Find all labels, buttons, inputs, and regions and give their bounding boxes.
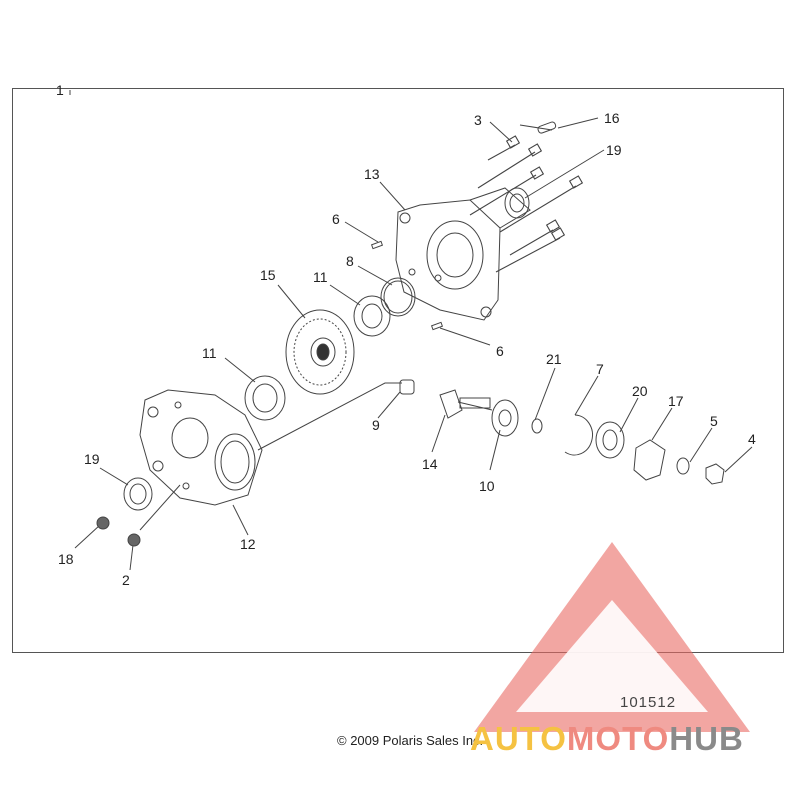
callout-19-left: 19 bbox=[84, 451, 100, 467]
callout-6-bottom: 6 bbox=[496, 343, 504, 359]
copyright-notice: © 2009 Polaris Sales Inc. bbox=[337, 733, 484, 748]
callout-7: 7 bbox=[596, 361, 604, 377]
diagram-frame bbox=[12, 88, 784, 653]
callout-16: 16 bbox=[604, 110, 620, 126]
watermark-part-moto: MOTO bbox=[566, 720, 670, 757]
watermark-text: AUTOMOTOHUB bbox=[470, 720, 744, 758]
callout-3: 3 bbox=[474, 112, 482, 128]
callout-11-top: 11 bbox=[313, 269, 328, 285]
callout-12: 12 bbox=[240, 536, 256, 552]
callout-11-left: 11 bbox=[202, 345, 217, 361]
callout-20: 20 bbox=[632, 383, 648, 399]
callout-10: 10 bbox=[479, 478, 495, 494]
callout-4: 4 bbox=[748, 431, 756, 447]
callout-1: 1 bbox=[56, 82, 64, 98]
callout-14: 14 bbox=[422, 456, 438, 472]
watermark-part-auto: AUTO bbox=[470, 720, 567, 757]
watermark-part-hub: HUB bbox=[669, 720, 744, 757]
callout-19-top: 19 bbox=[606, 142, 622, 158]
diagram-number: 101512 bbox=[620, 694, 677, 711]
callout-5: 5 bbox=[710, 413, 718, 429]
callout-21: 21 bbox=[546, 351, 562, 367]
callout-15: 15 bbox=[260, 267, 276, 283]
callout-2: 2 bbox=[122, 572, 130, 588]
callout-18: 18 bbox=[58, 551, 74, 567]
callout-8: 8 bbox=[346, 253, 354, 269]
callout-17: 17 bbox=[668, 393, 684, 409]
callout-13: 13 bbox=[364, 166, 380, 182]
callout-6-top: 6 bbox=[332, 211, 340, 227]
callout-9: 9 bbox=[372, 417, 380, 433]
